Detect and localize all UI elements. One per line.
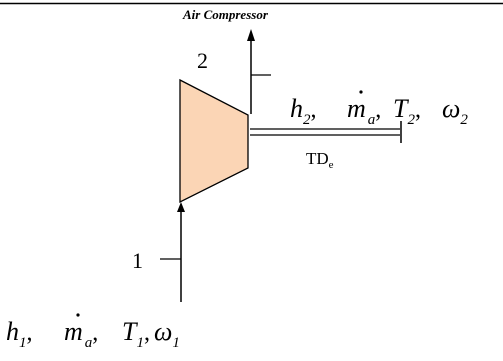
state-2-number: 2 (197, 48, 208, 73)
inlet-arrowhead (177, 202, 185, 212)
svg-text:ma,: ma, (64, 317, 98, 351)
m-dot-a-in-symbol: m (64, 317, 83, 346)
svg-text:h1,: h1, (6, 317, 33, 351)
t2-symbol: T (393, 94, 409, 123)
m-dot-out-dot (359, 90, 363, 94)
omega2-symbol: ω (442, 94, 460, 123)
shaft-label-sub: e (329, 159, 334, 171)
compressor-body (179, 78, 249, 204)
omega1-symbol: ω (154, 317, 172, 346)
omega2-sub: 2 (460, 112, 468, 128)
h1-sub: 1 (19, 335, 27, 351)
svg-text:h2,: h2, (290, 94, 317, 128)
t1-symbol: T (122, 317, 138, 346)
m-dot-a-out-sub: a (368, 112, 376, 128)
t1-sub: 1 (136, 335, 144, 351)
svg-text:ω1: ω1 (154, 317, 180, 351)
state-1-number: 1 (132, 248, 143, 273)
svg-text:T1,: T1, (122, 317, 150, 351)
omega1-sub: 1 (172, 335, 180, 351)
svg-text:ma,: ma, (347, 94, 381, 128)
h1-symbol: h (6, 317, 19, 346)
svg-text:T2,: T2, (393, 94, 421, 128)
shaft-label: TDe (306, 149, 334, 171)
m-dot-a-out-symbol: m (347, 94, 366, 123)
diagram-title: Air Compressor (182, 7, 269, 22)
m-dot-in-dot (76, 313, 80, 317)
h2-symbol: h (290, 94, 303, 123)
m-dot-a-in-sub: a (85, 335, 93, 351)
svg-text:ω2: ω2 (442, 94, 468, 128)
h2-sub: 2 (303, 112, 311, 128)
outlet-arrowhead (247, 29, 255, 41)
t2-sub: 2 (407, 112, 415, 128)
